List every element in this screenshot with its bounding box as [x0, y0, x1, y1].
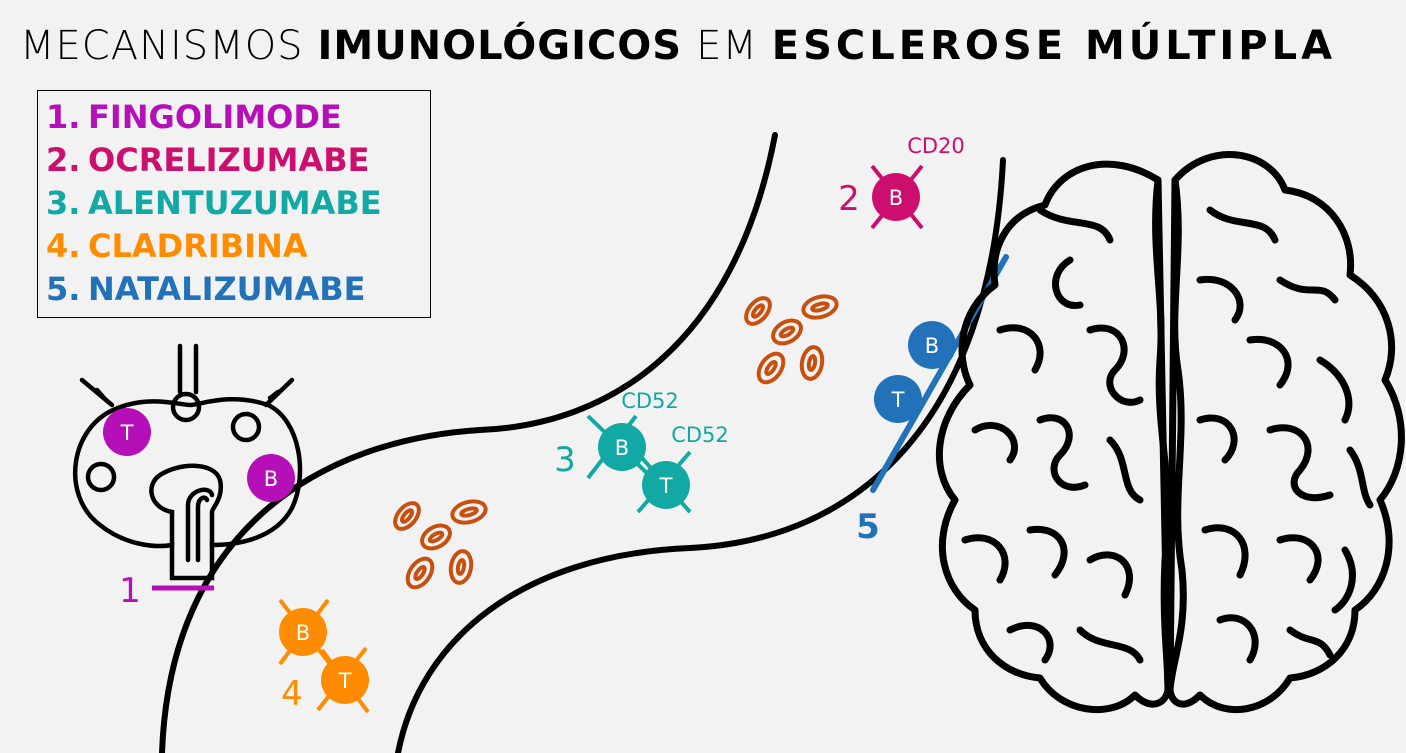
marker-4: 4: [281, 674, 303, 714]
cladribina-b-cell: [279, 608, 327, 656]
t-cell-label: T: [891, 388, 905, 412]
vessel-wall-upper: [159, 132, 778, 753]
drug-legend: 1.FINGOLIMODE 2.OCRELIZUMABE 3.ALENTUZUM…: [37, 90, 431, 318]
title-part-esclerose-multipla: ESCLEROSE MÚLTIPLA: [771, 23, 1337, 69]
b-cell-label: B: [925, 334, 939, 358]
alentuzumabe-cells: B T: [586, 414, 692, 514]
legend-label: ALENTUZUMABE: [88, 184, 382, 222]
natalizumabe-cells: B T: [874, 321, 956, 423]
lymph-node-t-cell: T: [103, 408, 151, 456]
t-cell-label: T: [659, 474, 673, 498]
b-cell-label: B: [264, 467, 278, 491]
natalizumabe-b-cell: [908, 321, 956, 369]
cladribina-t-cell: [321, 656, 369, 704]
legend-item-ocrelizumabe: 2.OCRELIZUMABE: [46, 140, 370, 180]
b-cell-label: B: [615, 436, 629, 460]
lymph-node-icon: [72, 343, 303, 581]
alentuzumabe-t-cell: [642, 461, 690, 509]
marker-2: 2: [838, 179, 860, 219]
antigen-label-cd52-b: CD52: [621, 389, 679, 413]
marker-1: 1: [119, 571, 141, 611]
ocrelizumabe-b-cell: [872, 173, 920, 221]
alentuzumabe-b-cell: [598, 423, 646, 471]
legend-item-alentuzumabe: 3.ALENTUZUMABE: [46, 183, 382, 223]
cladribina-cells: B T: [278, 598, 370, 714]
legend-number: 2.: [46, 141, 81, 179]
brain-icon: [935, 151, 1405, 714]
natalizumabe-t-cell: [874, 375, 922, 423]
t-cell-label: T: [120, 421, 134, 445]
lymph-node-b-cell: B: [247, 454, 295, 502]
page-title: MECANISMOS IMUNOLÓGICOS EM ESCLEROSE MÚL…: [20, 20, 1336, 72]
legend-number: 5.: [46, 270, 81, 308]
b-cell-label: B: [296, 621, 310, 645]
title-part-imunologicos: IMUNOLÓGICOS: [317, 23, 683, 69]
legend-item-cladribina: 4.CLADRIBINA: [46, 226, 308, 266]
legend-number: 4.: [46, 227, 81, 265]
title-part-em: EM: [696, 23, 758, 69]
title-part-mecanismos: MECANISMOS: [20, 23, 304, 69]
ocrelizumabe-cell: B: [870, 164, 924, 230]
legend-number: 1.: [46, 98, 81, 136]
legend-item-fingolimode: 1.FINGOLIMODE: [46, 97, 342, 137]
marker-5: 5: [856, 507, 880, 547]
red-blood-cells-lower: [393, 499, 488, 590]
legend-label: OCRELIZUMABE: [88, 141, 370, 179]
legend-number: 3.: [46, 184, 81, 222]
t-cell-label: T: [338, 669, 352, 693]
b-cell-label: B: [889, 186, 903, 210]
antigen-label-cd52-t: CD52: [671, 423, 729, 447]
legend-label: CLADRIBINA: [88, 227, 308, 265]
red-blood-cells-upper: [744, 294, 839, 385]
antigen-label-cd20: CD20: [907, 134, 965, 158]
marker-3: 3: [554, 440, 576, 480]
vessel-wall-lower: [395, 157, 1006, 753]
legend-item-natalizumabe: 5.NATALIZUMABE: [46, 269, 366, 309]
legend-label: FINGOLIMODE: [88, 98, 342, 136]
legend-label: NATALIZUMABE: [88, 270, 366, 308]
